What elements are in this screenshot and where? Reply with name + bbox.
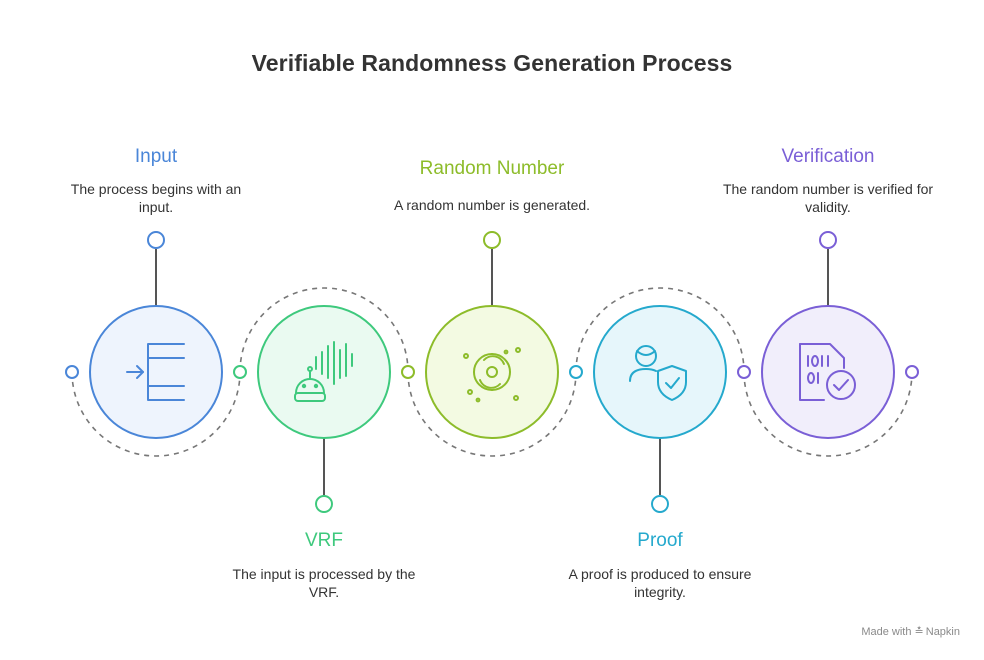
connector-arc-3 bbox=[407, 371, 577, 457]
connector-arcs bbox=[71, 287, 913, 457]
connector-arc-1 bbox=[71, 371, 241, 457]
step-circle-vrf bbox=[257, 305, 391, 439]
connector-dot-3 bbox=[401, 365, 415, 379]
made-with-label: Made with bbox=[861, 626, 912, 638]
step-circle-verification bbox=[761, 305, 895, 439]
step-description-verification: The random number is verified for validi… bbox=[722, 181, 934, 215]
user-shield-icon bbox=[629, 345, 687, 401]
step-description-vrf: The input is processed by the VRF. bbox=[232, 566, 416, 600]
step-title-input: Input bbox=[134, 146, 178, 167]
stem-dot-random-number bbox=[483, 231, 501, 249]
connector-arc-4 bbox=[575, 287, 745, 373]
connector-arc-5 bbox=[743, 371, 913, 457]
stem-dot-vrf bbox=[315, 495, 333, 513]
input-arrow-icon bbox=[126, 343, 185, 401]
swirl-icon bbox=[463, 347, 521, 403]
stem-dot-input bbox=[147, 231, 165, 249]
diagram-title: Verifiable Randomness Generation Process bbox=[251, 50, 733, 76]
stem-dot-proof bbox=[651, 495, 669, 513]
connector-dot-4 bbox=[569, 365, 583, 379]
connector-dot-6 bbox=[905, 365, 919, 379]
connector-dot-5 bbox=[737, 365, 751, 379]
stems bbox=[155, 249, 829, 495]
robot-soundwave-icon bbox=[294, 341, 353, 402]
connector-dot-2 bbox=[233, 365, 247, 379]
step-description-random-number: A random number is generated. bbox=[393, 197, 591, 213]
step-title-proof: Proof bbox=[637, 530, 683, 551]
step-title-random-number: Random Number bbox=[419, 158, 565, 179]
stem-dot-verification bbox=[819, 231, 837, 249]
step-circle-input bbox=[89, 305, 223, 439]
step-title-vrf: VRF bbox=[305, 530, 343, 551]
footer-credit: Made with ≛Napkin bbox=[861, 625, 960, 638]
napkin-logo-icon: ≛ bbox=[914, 626, 924, 638]
brand-label: Napkin bbox=[925, 626, 960, 638]
step-title-verification: Verification bbox=[781, 146, 875, 167]
step-circle-proof bbox=[593, 305, 727, 439]
step-description-proof: A proof is produced to ensure integrity. bbox=[568, 566, 752, 600]
step-circle-random-number bbox=[425, 305, 559, 439]
connector-arc-2 bbox=[239, 287, 409, 373]
step-description-input: The process begins with an input. bbox=[70, 181, 242, 215]
connector-dot-1 bbox=[65, 365, 79, 379]
document-check-icon bbox=[799, 343, 856, 401]
